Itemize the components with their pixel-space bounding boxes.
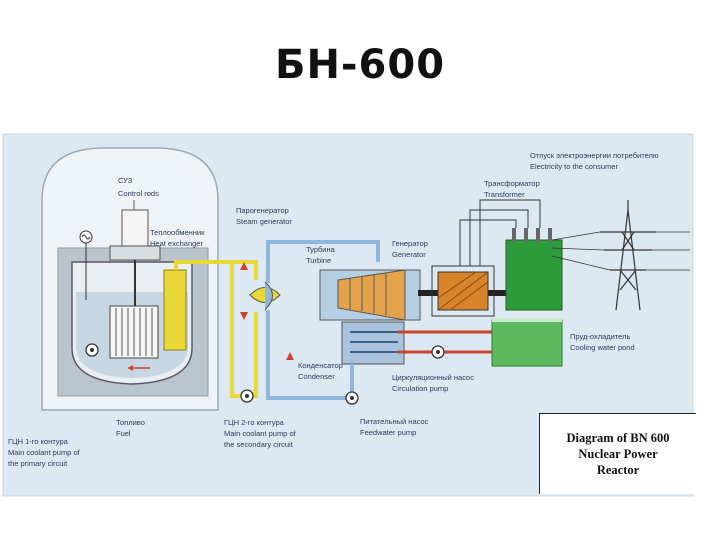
steam-generator-label-en: Steam generator (236, 217, 292, 226)
steam-generator-label-ru: Парогенератор (236, 206, 289, 215)
electricity-label-en: Electricity to the consumer (530, 162, 618, 171)
control-rods-label-en: Control rods (118, 189, 159, 198)
feedwater-pump-label-ru: Питательный насос (360, 417, 429, 426)
cooling-pond (491, 319, 563, 367)
secondary-pump-label-line1: ГЦН 2-го контура (224, 418, 285, 427)
generator-label-en: Generator (392, 250, 426, 259)
primary-pump-label-line3: the primary circuit (8, 459, 68, 468)
cooling-pond-label-ru: Пруд-охладитель (570, 332, 630, 341)
generator-label-ru: Генератор (392, 239, 428, 248)
fuel-assemblies (115, 308, 153, 356)
feedwater-pump-label-en: Feedwater pump (360, 428, 416, 437)
generator-to-transformer-line (459, 219, 517, 266)
heat-exchanger-label-en: Heat exchanger (150, 239, 203, 248)
transformer-label-en: Transformer (484, 190, 525, 199)
primary-pump-label-line2: Main coolant pump of (8, 448, 81, 457)
fuel-label-ru: Топливо (116, 418, 145, 427)
steam-line (266, 240, 380, 283)
circulation-pump-label-en: Circulation pump (392, 384, 448, 393)
turbine-label-ru: Турбина (306, 245, 336, 254)
sine-wave (81, 234, 91, 240)
generator-frame (431, 265, 495, 317)
diagram-caption: Diagram of BN 600 Nuclear Power Reactor (540, 430, 696, 478)
secondary-pump-label-line3: the secondary circuit (224, 440, 294, 449)
slide-title: БН-600 (274, 42, 446, 88)
condenser-label-ru: Конденсатор (298, 361, 343, 370)
feedwater-line (266, 310, 354, 400)
condenser-label-en: Condenser (298, 372, 335, 381)
heat-exchanger-label-ru: Теплообменник (150, 228, 205, 237)
control-rods-label-ru: СУЗ (118, 176, 133, 185)
heat-exchanger (163, 269, 187, 351)
caption-line-2: Nuclear Power (578, 447, 658, 461)
fuel-label-en: Fuel (116, 429, 131, 438)
transformer (505, 239, 563, 311)
power-line-tower (600, 200, 656, 311)
turbine-label-en: Turbine (306, 256, 331, 265)
secondary-pump-label-line2: Main coolant pump of (224, 429, 297, 438)
primary-pump-label-line1: ГЦН 1-го контура (8, 437, 69, 446)
transformer-label-ru: Трансформатор (484, 179, 540, 188)
cooling-pond-label-en: Cooling water pond (570, 343, 635, 352)
transmission-wires (551, 231, 611, 271)
control-rod-drive (121, 209, 149, 247)
caption-line-1: Diagram of BN 600 (566, 431, 670, 445)
control-rod-housing (109, 245, 161, 261)
electricity-label-ru: Отпуск электроэнергии потребителю (530, 151, 659, 160)
turbine-rotor (337, 269, 406, 321)
circulation-pump-label-ru: Циркуляционный насос (392, 373, 474, 382)
caption-box: Diagram of BN 600 Nuclear Power Reactor (539, 413, 696, 494)
caption-line-3: Reactor (596, 463, 640, 477)
